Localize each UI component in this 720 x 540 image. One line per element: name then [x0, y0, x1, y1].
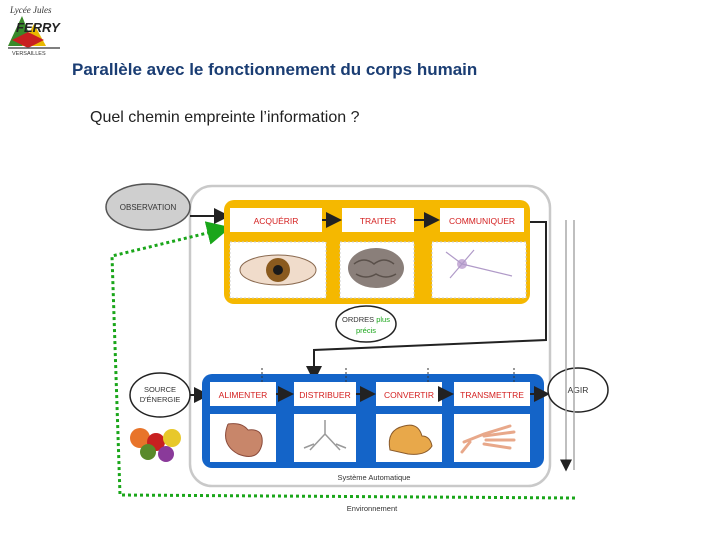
distribuer-box [294, 382, 356, 406]
svg-text:ORDRES plus: ORDRES plus [342, 315, 390, 324]
neuron-image [431, 241, 527, 299]
energy-label-2: D'ÉNERGIE [140, 395, 181, 404]
environment-label: Environnement [347, 504, 398, 513]
school-logo: Lycée Jules FERRY VERSAILLES [4, 2, 64, 58]
observation-ellipse [105, 183, 191, 231]
transmettre-label: TRANSMETTRE [460, 390, 524, 400]
convertir-label: CONVERTIR [384, 390, 434, 400]
orders-line [306, 221, 547, 382]
fruits-image [130, 428, 181, 462]
distribuer-label: DISTRIBUER [299, 390, 350, 400]
energy-label-1: SOURCE [144, 385, 176, 394]
functional-diagram: OBSERVATION ACQUÉRIR TRAITER COMMUNIQUER… [100, 180, 620, 515]
communiquer-label: COMMUNIQUER [449, 216, 515, 226]
orders-label-1: ORDRES [342, 315, 376, 324]
logo-top-text: Lycée Jules [9, 5, 52, 15]
system-frame [188, 184, 552, 488]
logo-bottom-text: VERSAILLES [12, 51, 46, 57]
system-label: Système Automatique [338, 473, 411, 482]
orders-label-2: précis [356, 326, 376, 335]
agir-ellipse [547, 367, 609, 413]
orders-plus: plus [376, 315, 390, 324]
logo-main-text: FERRY [16, 20, 61, 35]
traiter-label: TRAITER [360, 216, 396, 226]
hand-image [454, 414, 530, 462]
slide-title: Parallèle avec le fonctionnement du corp… [72, 60, 478, 79]
transmettre-box [454, 382, 530, 406]
convertir-box [376, 382, 442, 406]
traiter-box [342, 208, 414, 232]
acquerir-label: ACQUÉRIR [254, 216, 299, 226]
alimenter-label: ALIMENTER [219, 390, 268, 400]
alimenter-box [210, 382, 276, 406]
observation-label: OBSERVATION [120, 203, 177, 212]
orders-ellipse [335, 305, 397, 343]
communiquer-box [440, 208, 524, 232]
agir-label: AGIR [568, 385, 589, 395]
slide-subtitle: Quel chemin empreinte l’information ? [90, 109, 360, 126]
acquerir-box [230, 208, 322, 232]
logo-red-shape [12, 32, 44, 48]
